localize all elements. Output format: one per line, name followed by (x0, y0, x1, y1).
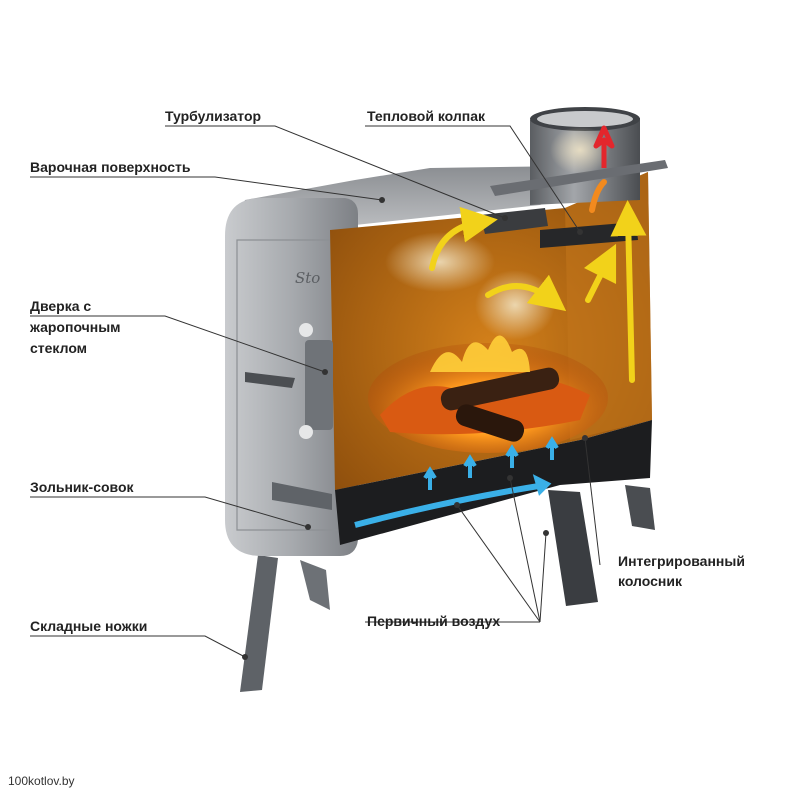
door-latch (305, 340, 333, 430)
door-body (225, 198, 358, 556)
grate-floor (335, 420, 652, 545)
watermark: 100kotlov.by (8, 774, 75, 788)
leg-back-right (548, 485, 655, 606)
smoke (385, 232, 495, 292)
exhaust-arrow (593, 125, 615, 168)
label-door-line-1: Дверка с (30, 298, 92, 314)
label-door-line-2: жаропочным (30, 319, 121, 335)
door-logo: Sto (295, 269, 320, 287)
callout-dots (242, 197, 588, 660)
label-grate-line-1: Интегрированный (618, 553, 745, 569)
hot-air-arrows (429, 200, 647, 383)
label-heat-cap: Тепловой колпак (367, 108, 485, 124)
ash-scoop-handle (272, 482, 332, 510)
label-turbulizer: Турбулизатор (165, 108, 262, 124)
label-ash-scoop: Зольник-совок (30, 479, 134, 495)
label-folding-legs: Складные ножки (30, 618, 148, 634)
leg-front-left (240, 555, 330, 692)
fire (368, 335, 608, 453)
label-primary-air: Первичный воздух (367, 613, 501, 629)
label-cooking-surface: Варочная поверхность (30, 159, 191, 175)
primary-air-arrows (354, 436, 559, 528)
label-door-line-3: стеклом (30, 340, 88, 356)
label-grate-line-2: колосник (618, 573, 682, 589)
callout-lines (30, 125, 601, 658)
door-handle (245, 372, 295, 388)
